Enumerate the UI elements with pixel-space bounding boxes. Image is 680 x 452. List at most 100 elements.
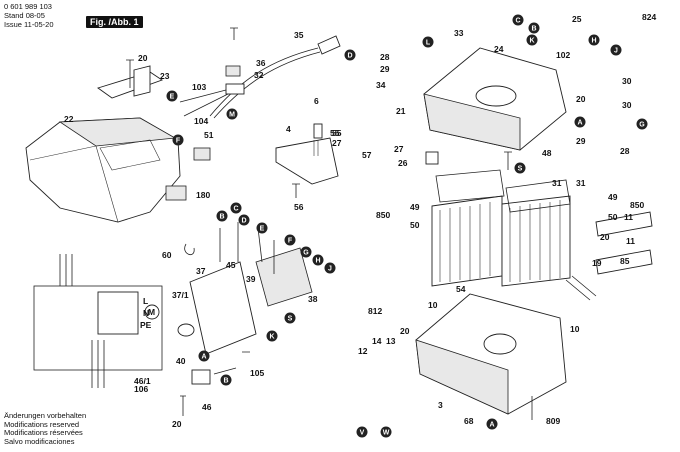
callout-circle bbox=[238, 214, 250, 226]
callout-marker: H bbox=[312, 254, 324, 266]
callout-letter: F bbox=[288, 238, 293, 245]
callout-letter: B bbox=[531, 26, 536, 33]
callout-circle bbox=[256, 222, 268, 234]
callout-circle bbox=[528, 22, 540, 34]
part-number-label: 29 bbox=[576, 136, 586, 146]
wiring-schematic: L N PE M bbox=[33, 254, 163, 388]
part-number-label: 50 bbox=[608, 212, 618, 222]
callout-circle bbox=[356, 426, 368, 438]
footer-line-en: Modifications reserved bbox=[4, 419, 80, 429]
footer-line-es: Salvo modificaciones bbox=[4, 436, 75, 446]
callout-marker: M bbox=[226, 108, 238, 120]
part-number-label: 104 bbox=[194, 116, 208, 126]
callout-letter: J bbox=[328, 266, 332, 273]
part-number-label: 20 bbox=[138, 53, 148, 63]
part-number-label: 57 bbox=[362, 150, 372, 160]
part-number-label: 68 bbox=[464, 416, 474, 426]
document-header: 0 601 989 103 Stand 08-05 Issue 11-05-20 bbox=[4, 2, 54, 29]
schematic-terminal-pe: PE bbox=[140, 320, 152, 330]
part-number-label: 31 bbox=[552, 178, 562, 188]
callout-letter: K bbox=[529, 38, 534, 45]
callout-marker: K bbox=[526, 34, 538, 46]
switch-panel-group bbox=[177, 222, 313, 416]
callout-letter: H bbox=[591, 38, 596, 45]
part-number-label: 34 bbox=[376, 80, 386, 90]
callout-marker: B bbox=[220, 374, 232, 386]
callout-circle bbox=[284, 234, 296, 246]
part-number-label: 27 bbox=[332, 138, 342, 148]
part-number-label: 37 bbox=[196, 266, 206, 276]
callout-circle bbox=[380, 426, 392, 438]
part-number-label: 31 bbox=[576, 178, 586, 188]
part-number-label: 50 bbox=[410, 220, 420, 230]
part-number-label: 180 bbox=[196, 190, 210, 200]
schematic-terminal-n: N bbox=[143, 308, 149, 318]
callout-letter: M bbox=[229, 112, 235, 119]
part-number-label: 22 bbox=[64, 114, 74, 124]
part-number-label: 30 bbox=[622, 76, 632, 86]
callout-letter: L bbox=[426, 40, 431, 47]
part-number-label: 39 bbox=[246, 274, 256, 284]
callout-letter: V bbox=[360, 430, 365, 437]
callout-marker: J bbox=[324, 262, 336, 274]
callout-marker: W bbox=[380, 426, 392, 438]
part-number-label: 102 bbox=[556, 50, 570, 60]
footer-notice: Änderungen vorbehalten Modifications res… bbox=[4, 411, 86, 446]
part-number-label: 45 bbox=[226, 260, 236, 270]
stand-row: Stand 08-05 bbox=[4, 11, 54, 20]
part-number-label: 11 bbox=[624, 212, 633, 222]
left-housing-group bbox=[25, 59, 211, 223]
part-number-label: 105 bbox=[250, 368, 264, 378]
callout-marker: E bbox=[166, 90, 178, 102]
callout-letter: W bbox=[383, 430, 390, 437]
callout-marker: A bbox=[574, 116, 586, 128]
callout-marker: F bbox=[284, 234, 296, 246]
callout-letter: J bbox=[614, 48, 618, 55]
part-number-label: 11 bbox=[626, 236, 635, 246]
part-number-label: 51 bbox=[204, 130, 214, 140]
handle-group bbox=[275, 123, 339, 198]
part-number-label: 824 bbox=[642, 12, 656, 22]
callout-marker: B bbox=[216, 210, 228, 222]
callout-circle bbox=[324, 262, 336, 274]
callout-letter: A bbox=[201, 354, 206, 361]
top-housing-group bbox=[423, 47, 567, 170]
part-number-label: 21 bbox=[396, 106, 406, 116]
part-number-label: 33 bbox=[454, 28, 464, 38]
part-number-label: 38 bbox=[308, 294, 318, 304]
callout-letter: E bbox=[170, 94, 175, 101]
callout-circle bbox=[610, 44, 622, 56]
callout-marker: C bbox=[512, 14, 524, 26]
callout-letter: B bbox=[219, 214, 224, 221]
part-number-label: 24 bbox=[494, 44, 504, 54]
part-number-label: 26 bbox=[398, 158, 408, 168]
part-number-label: 54 bbox=[456, 284, 466, 294]
callout-circle bbox=[512, 14, 524, 26]
part-number-label: 13 bbox=[386, 336, 396, 346]
part-number-label: 36 bbox=[256, 58, 266, 68]
part-number-label: 35 bbox=[294, 30, 304, 40]
callout-marker: L bbox=[422, 36, 434, 48]
callout-marker: V bbox=[356, 426, 368, 438]
callout-circle bbox=[588, 34, 600, 46]
part-number-label: 37/1 bbox=[172, 290, 189, 300]
part-number-label: 4 bbox=[286, 124, 291, 134]
part-number-label: 10 bbox=[428, 300, 438, 310]
callout-circle bbox=[198, 350, 210, 362]
stand-value: 08-05 bbox=[25, 11, 45, 20]
part-number-label: 49 bbox=[410, 202, 420, 212]
part-number-label: 20 bbox=[576, 94, 586, 104]
part-number-label: 23 bbox=[160, 71, 170, 81]
filter-group bbox=[431, 169, 571, 287]
callout-marker: G bbox=[636, 118, 648, 130]
callout-circle bbox=[230, 202, 242, 214]
part-number-label: 56 bbox=[294, 202, 304, 212]
callout-circle bbox=[574, 116, 586, 128]
part-number-label: 49 bbox=[608, 192, 618, 202]
callout-letter: D bbox=[241, 218, 246, 225]
callout-marker: S bbox=[284, 312, 296, 324]
part-number-label: 106 bbox=[134, 384, 148, 394]
callout-circle bbox=[526, 34, 538, 46]
part-number-label: 850 bbox=[630, 200, 644, 210]
